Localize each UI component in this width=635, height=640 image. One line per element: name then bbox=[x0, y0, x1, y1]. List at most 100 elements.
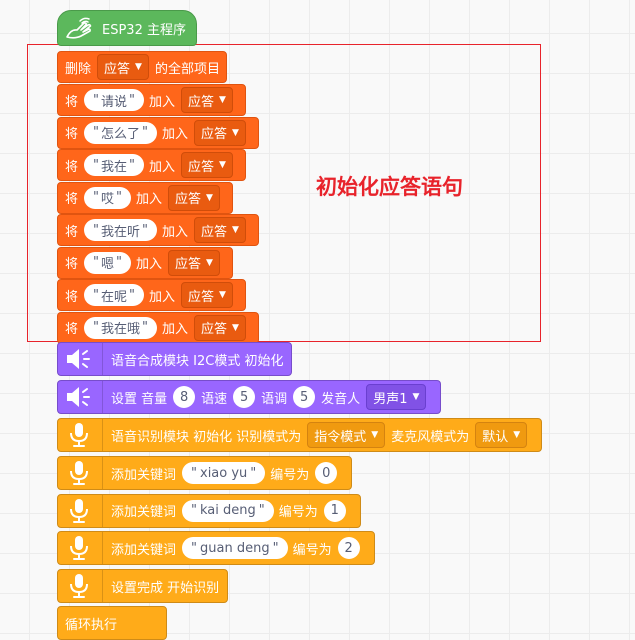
dropdown-arrow-icon: ▼ bbox=[412, 392, 420, 402]
list-dropdown[interactable]: 应答▼ bbox=[181, 87, 233, 113]
delete-suffix-label: 的全部项目 bbox=[154, 61, 220, 77]
tone-input[interactable]: 5 bbox=[293, 386, 316, 408]
asr-init-label: 语音识别模块 初始化 识别模式为 bbox=[111, 429, 302, 445]
list-dropdown[interactable]: 应答▼ bbox=[181, 282, 233, 308]
keyword-number-label: 编号为 bbox=[270, 467, 310, 483]
dropdown-arrow-icon: ▼ bbox=[513, 430, 521, 440]
wifi-hand-icon bbox=[64, 15, 94, 41]
microphone-icon bbox=[64, 494, 103, 527]
add-to-list-block[interactable]: 将 "哎" 加入 应答▼ bbox=[57, 181, 233, 214]
add-prefix-label: 将 bbox=[65, 289, 79, 305]
add-keyword-block[interactable]: 添加关键词 "kai deng" 编号为 1 bbox=[57, 493, 361, 528]
mic-mode-label: 麦克风模式为 bbox=[391, 429, 470, 445]
add-to-list-block[interactable]: 将 "怎么了" 加入 应答▼ bbox=[57, 116, 259, 149]
add-word-label: 加入 bbox=[149, 159, 176, 175]
keyword-number-label: 编号为 bbox=[278, 505, 318, 521]
phrase-input[interactable]: "哎" bbox=[84, 186, 131, 209]
add-prefix-label: 将 bbox=[65, 127, 79, 142]
speech-recognition-init-block[interactable]: 语音识别模块 初始化 识别模式为 指令模式▼ 麦克风模式为 默认▼ bbox=[57, 418, 543, 452]
keyword-input[interactable]: "kai deng" bbox=[182, 499, 274, 522]
start-recognition-label: 设置完成 开始识别 bbox=[111, 580, 220, 596]
add-prefix-label: 将 bbox=[65, 224, 79, 240]
dropdown-arrow-icon: ▼ bbox=[219, 160, 226, 170]
add-word-label: 加入 bbox=[136, 192, 163, 207]
dropdown-arrow-icon: ▼ bbox=[232, 225, 239, 235]
esp32-main-hat-block[interactable]: ESP32 主程序 bbox=[57, 10, 197, 46]
add-keyword-block[interactable]: 添加关键词 "guan deng" 编号为 2 bbox=[57, 531, 375, 566]
phrase-input[interactable]: "嗯" bbox=[84, 251, 131, 274]
add-prefix-label: 将 bbox=[65, 159, 79, 175]
dropdown-arrow-icon: ▼ bbox=[206, 192, 213, 203]
list-dropdown[interactable]: 应答▼ bbox=[97, 54, 149, 80]
phrase-input[interactable]: "在呢" bbox=[84, 284, 144, 306]
annotation-label: 初始化应答语句 bbox=[316, 175, 463, 199]
keyword-input[interactable]: "guan deng" bbox=[182, 537, 288, 560]
microphone-icon bbox=[64, 457, 103, 489]
add-to-list-block[interactable]: 将 "在呢" 加入 应答▼ bbox=[57, 279, 246, 311]
keyword-number-input[interactable]: 2 bbox=[337, 537, 360, 560]
volume-label: 设置 音量 bbox=[111, 391, 168, 407]
phrase-input[interactable]: "我在哦" bbox=[84, 316, 157, 339]
list-dropdown[interactable]: 应答▼ bbox=[194, 119, 246, 146]
speed-label: 语速 bbox=[201, 391, 228, 407]
dropdown-arrow-icon: ▼ bbox=[219, 95, 226, 105]
add-to-list-block[interactable]: 将 "请说" 加入 应答▼ bbox=[57, 84, 246, 116]
keyword-number-input[interactable]: 1 bbox=[323, 499, 346, 522]
dropdown-arrow-icon: ▼ bbox=[232, 322, 239, 333]
speech-synthesis-init-block[interactable]: 语音合成模块 I2C模式 初始化 bbox=[57, 342, 293, 376]
speed-input[interactable]: 5 bbox=[233, 386, 256, 408]
add-to-list-block[interactable]: 将 "我在" 加入 应答▼ bbox=[57, 149, 246, 181]
dropdown-arrow-icon: ▼ bbox=[206, 257, 213, 268]
list-dropdown[interactable]: 应答▼ bbox=[168, 249, 220, 276]
keyword-number-input[interactable]: 0 bbox=[315, 462, 338, 484]
keyword-label: 添加关键词 bbox=[111, 505, 177, 521]
list-dropdown[interactable]: 应答▼ bbox=[194, 217, 246, 243]
add-prefix-label: 将 bbox=[65, 322, 79, 337]
dropdown-arrow-icon: ▼ bbox=[232, 127, 239, 138]
add-word-label: 加入 bbox=[149, 289, 176, 305]
phrase-input[interactable]: "我在听" bbox=[84, 219, 157, 241]
list-dropdown[interactable]: 应答▼ bbox=[181, 152, 233, 178]
delete-all-list-items-block[interactable]: 删除 应答▼ 的全部项目 bbox=[57, 51, 227, 83]
delete-label: 删除 bbox=[65, 61, 92, 77]
keyword-input[interactable]: "xiao yu" bbox=[182, 462, 266, 484]
list-dropdown[interactable]: 应答▼ bbox=[194, 314, 246, 341]
speech-init-label: 语音合成模块 I2C模式 初始化 bbox=[111, 353, 284, 369]
annotation-box bbox=[27, 44, 541, 342]
volume-input[interactable]: 8 bbox=[173, 386, 196, 408]
add-to-list-block[interactable]: 将 "嗯" 加入 应答▼ bbox=[57, 246, 233, 279]
microphone-icon bbox=[64, 570, 103, 602]
list-dropdown[interactable]: 应答▼ bbox=[168, 184, 220, 211]
keyword-label: 添加关键词 bbox=[111, 542, 177, 558]
keyword-label: 添加关键词 bbox=[111, 467, 177, 483]
speech-settings-block[interactable]: 设置 音量 8 语速 5 语调 5 发音人 男声1▼ bbox=[57, 380, 442, 414]
add-word-label: 加入 bbox=[149, 94, 176, 110]
dropdown-arrow-icon: ▼ bbox=[135, 62, 142, 72]
add-word-label: 加入 bbox=[162, 224, 189, 240]
microphone-icon bbox=[64, 419, 103, 451]
speaker-icon bbox=[64, 381, 103, 413]
mic-mode-dropdown[interactable]: 默认▼ bbox=[475, 422, 528, 448]
dropdown-arrow-icon: ▼ bbox=[371, 430, 379, 440]
phrase-input[interactable]: "怎么了" bbox=[84, 121, 157, 144]
forever-loop-block[interactable]: 循环执行 bbox=[57, 606, 167, 640]
tone-label: 语调 bbox=[261, 391, 288, 407]
add-prefix-label: 将 bbox=[65, 257, 79, 272]
phrase-input[interactable]: "我在" bbox=[84, 154, 144, 176]
hat-label: ESP32 主程序 bbox=[102, 22, 186, 38]
loop-label: 循环执行 bbox=[65, 617, 118, 633]
microphone-icon bbox=[64, 532, 103, 565]
voice-dropdown[interactable]: 男声1▼ bbox=[366, 384, 427, 410]
recognition-mode-dropdown[interactable]: 指令模式▼ bbox=[307, 422, 386, 448]
start-recognition-block[interactable]: 设置完成 开始识别 bbox=[57, 569, 229, 603]
keyword-number-label: 编号为 bbox=[292, 542, 332, 558]
add-prefix-label: 将 bbox=[65, 94, 79, 110]
add-keyword-block[interactable]: 添加关键词 "xiao yu" 编号为 0 bbox=[57, 456, 353, 490]
add-word-label: 加入 bbox=[162, 322, 189, 337]
speaker-icon bbox=[64, 343, 103, 375]
dropdown-arrow-icon: ▼ bbox=[219, 290, 226, 300]
add-to-list-block[interactable]: 将 "我在哦" 加入 应答▼ bbox=[57, 311, 259, 344]
phrase-input[interactable]: "请说" bbox=[84, 89, 144, 111]
add-word-label: 加入 bbox=[136, 257, 163, 272]
add-to-list-block[interactable]: 将 "我在听" 加入 应答▼ bbox=[57, 214, 259, 246]
